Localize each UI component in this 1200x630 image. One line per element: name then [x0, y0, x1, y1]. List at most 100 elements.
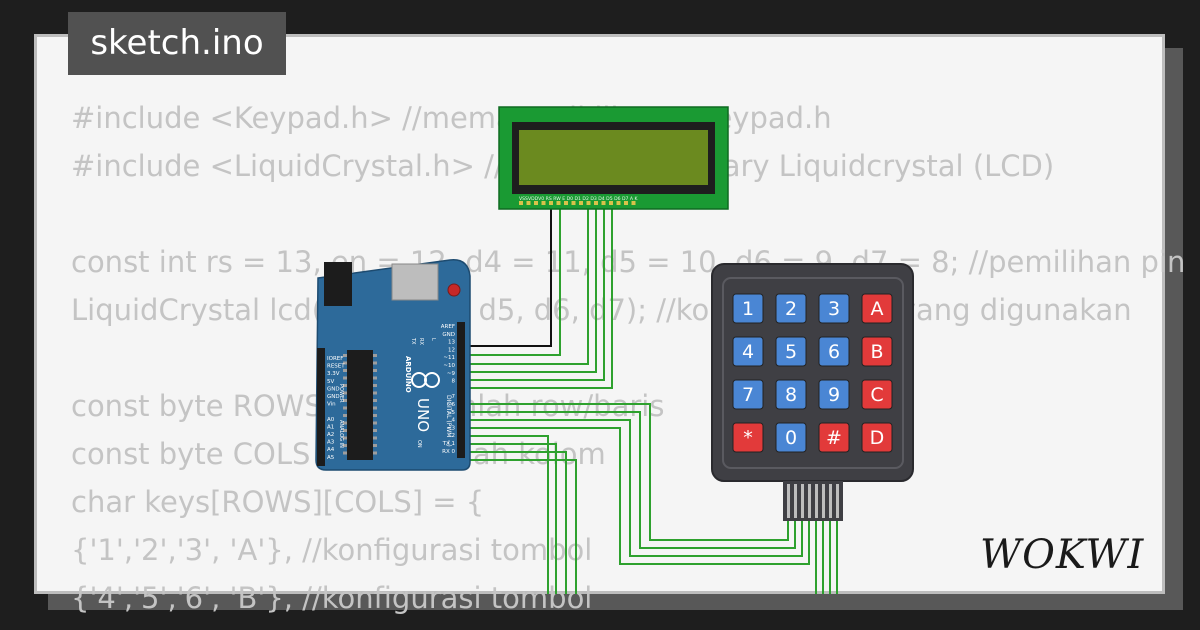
- chip-legs: [343, 354, 377, 455]
- lcd-pin: [534, 201, 538, 205]
- arduino-model: UNO: [414, 398, 432, 432]
- chip-leg: [343, 429, 347, 432]
- key-7[interactable]: 7: [732, 379, 764, 410]
- chip-leg: [343, 406, 347, 410]
- wire: [466, 451, 567, 594]
- lcd-pin: [624, 201, 628, 205]
- left-pin-label: GND: [327, 394, 340, 400]
- chip-leg: [343, 376, 347, 380]
- lcd-pin: [519, 201, 523, 205]
- key-0[interactable]: 0: [775, 422, 807, 453]
- chip-leg: [343, 391, 347, 395]
- reset-button[interactable]: [447, 283, 461, 297]
- right-pin-label: 13: [448, 340, 455, 346]
- right-pin-label: ~9: [447, 371, 456, 377]
- key-label: A: [871, 298, 884, 320]
- right-pin-label: GND: [442, 332, 455, 338]
- lcd-pin: [594, 201, 598, 205]
- chip-leg: [373, 451, 377, 455]
- chip-leg: [343, 354, 347, 357]
- wire: [466, 435, 549, 594]
- key-label: 8: [785, 384, 797, 406]
- lcd-pin: [601, 201, 606, 205]
- wokwi-logo-text: WOKWI: [980, 532, 1144, 578]
- l-label: L: [430, 338, 436, 341]
- key-label: 5: [785, 341, 797, 363]
- keypad-pin: [836, 484, 839, 518]
- left-pin-label: 3.3V: [327, 371, 340, 377]
- chip-leg: [373, 369, 377, 372]
- key-6[interactable]: 6: [818, 336, 850, 367]
- key-#[interactable]: #: [818, 422, 850, 453]
- key-4[interactable]: 4: [732, 336, 764, 367]
- left-pin-label: A1: [327, 424, 334, 430]
- chip-leg: [343, 369, 347, 372]
- left-pin-label: GND: [327, 386, 340, 392]
- key-label: D: [870, 427, 885, 449]
- right-pin-label: ~5: [447, 410, 456, 416]
- code-line: {'4','5','6', 'B'}, //konfigurasi tombol: [71, 581, 593, 615]
- lcd-pin: [579, 201, 583, 205]
- analog-label: ANALOG IN: [338, 420, 344, 448]
- right-pin-label: ~6: [447, 402, 456, 408]
- right-pin-label: 2: [452, 433, 456, 439]
- key-label: 4: [742, 341, 754, 363]
- wire: [466, 427, 810, 565]
- atmega-chip: [347, 350, 373, 460]
- lcd-pin: [609, 201, 613, 205]
- key-8[interactable]: 8: [775, 379, 807, 410]
- on-label: ON: [416, 440, 422, 448]
- right-pin-label: ~11: [443, 355, 455, 361]
- key-A[interactable]: A: [861, 293, 893, 324]
- left-pin-label: RESET: [327, 364, 345, 370]
- lcd-pin: [631, 201, 636, 205]
- key-9[interactable]: 9: [818, 379, 850, 410]
- lcd-pins: [519, 201, 636, 205]
- key-label: #: [826, 427, 842, 449]
- chip-leg: [373, 354, 377, 357]
- rx-label: RX: [418, 338, 424, 345]
- chip-leg: [373, 406, 377, 410]
- arduino-name: ARDUINO: [404, 356, 412, 393]
- code-text: #include <Keypad.h> //memanggil library …: [71, 94, 1185, 622]
- wokwi-logo: WOKWI: [980, 532, 1144, 578]
- lcd-display[interactable]: VSSVDDV0 RS RW E D0 D1 D2 D3 D4 D5 D6 D7…: [498, 106, 729, 210]
- chip-leg: [373, 436, 377, 440]
- key-5[interactable]: 5: [775, 336, 807, 367]
- key-1[interactable]: 1: [732, 293, 764, 324]
- keypad-pin: [815, 484, 818, 518]
- lcd-pin: [564, 201, 568, 205]
- file-tab[interactable]: sketch.ino: [68, 12, 286, 75]
- chip-leg: [373, 421, 377, 425]
- key-label: 9: [828, 384, 840, 406]
- lcd-pin: [526, 201, 531, 205]
- keypad-connector: [783, 481, 843, 521]
- keypad-pin: [829, 484, 832, 518]
- wire: [466, 443, 557, 594]
- key-2[interactable]: 2: [775, 293, 807, 324]
- left-pin-label: A0: [327, 417, 335, 423]
- right-pin-label: AREF: [441, 324, 455, 330]
- right-pin-label: ~10: [443, 363, 455, 369]
- wire: [466, 411, 796, 549]
- right-pin-label: 12: [448, 347, 455, 353]
- lcd-screen: [519, 130, 708, 185]
- wire: [466, 205, 605, 381]
- lcd-pin-labels: VSSVDDV0 RS RW E D0 D1 D2 D3 D4 D5 D6 D7…: [519, 196, 639, 202]
- wire: [466, 403, 789, 541]
- key-D[interactable]: D: [861, 422, 893, 453]
- left-pin-label: A5: [327, 455, 335, 461]
- lcd-pin: [549, 201, 553, 205]
- digital-label: DIGITAL (PWM ~): [445, 395, 452, 447]
- key-3[interactable]: 3: [818, 293, 850, 324]
- key-C[interactable]: C: [861, 379, 893, 410]
- chip-leg: [373, 429, 377, 432]
- chip-leg: [343, 399, 347, 402]
- key-*[interactable]: *: [732, 422, 764, 453]
- key-B[interactable]: B: [861, 336, 893, 367]
